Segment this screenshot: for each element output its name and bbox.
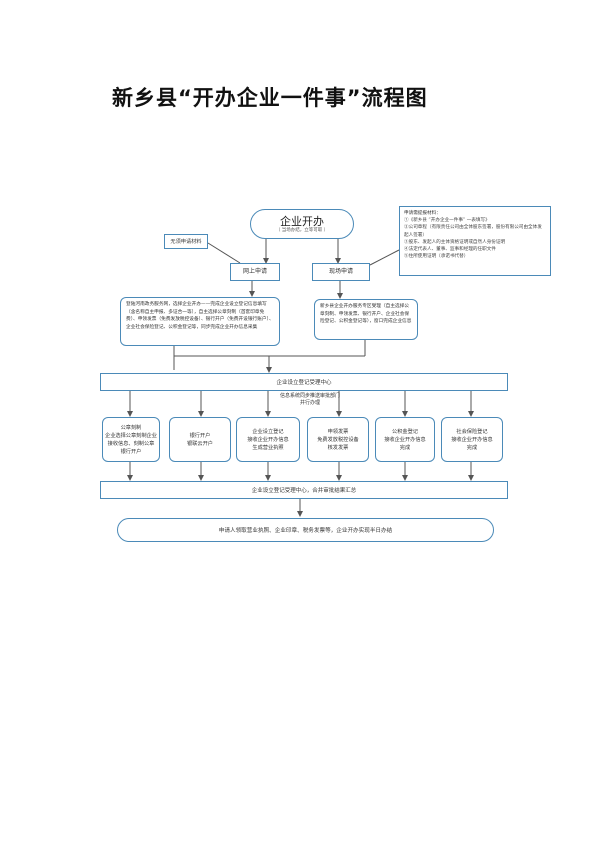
fund-line: 接收企业开办信息 [384,436,426,443]
fund-line: 公积金登记 [392,428,418,435]
seal-line: 公章刻制 [120,424,142,431]
material-item: ②公司章程（有限责任公司由全体股东签署，股份有限公司由全体发起人签署） [404,225,542,238]
material-item: ①《新乡县 “开办企业一件事” 一表填写》 [404,218,490,224]
onsite-desc-text: 新乡县企业开办服务专区受理（自主选择公章刻制、申领发票、银行开户、企业社会保险登… [320,304,412,325]
materials-heading: 申请需提报材料： [404,211,441,216]
materials-box: 申请需提报材料： ①《新乡县 “开办企业一件事” 一表填写》 ②公司章程（有限责… [399,206,551,276]
onsite-desc-box: 新乡县企业开办服务专区受理（自主选择公章刻制、申领发票、银行开户、企业社会保险登… [314,299,418,340]
social-insurance-box: 社会保险登记 接收企业开办信息 完成 [441,417,503,462]
bank-line: 银行开户 [189,432,211,439]
online-desc-text: 登陆河南政务服务网，选择企业开办——完成企业设立登记信息填写（含名称自主申报、多… [126,302,274,330]
material-item: ⑤住所使用证明（承诺书代替） [404,254,469,260]
insurance-line: 社会保险登记 [456,428,488,435]
registration-box: 企业设立登记 接收企业开办信息 生成营业执照 [236,417,300,462]
start-subtitle: （ 当场办结，立等可取 ） [275,227,329,233]
registration-line: 企业设立登记 [252,428,284,435]
seal-line: 接收信息、刻制公章 [107,440,155,447]
registration-line: 接收企业开办信息 [247,436,289,443]
merged-results-label: 企业设立登记受理中心，合并审批结果汇总 [251,488,357,494]
no-material-box: 无须申请材料 [164,234,208,249]
start-node: 企业开办 （ 当场办结，立等可取 ） [250,209,354,239]
insurance-line: 完成 [466,444,478,451]
invoice-line: 免费发放税控设备 [317,436,359,443]
registration-line: 生成营业执照 [252,444,284,451]
page-title: 新乡县“开办企业一件事”流程图 [112,86,428,110]
seal-line: 银行开户 [120,448,142,455]
online-apply-box: 网上申请 [230,263,280,281]
merged-results-bar: 企业设立登记受理中心，合并审批结果汇总 [100,481,508,499]
final-label: 申请人领取营业执照、企业印章、税务发票等，企业开办实现半日办结 [218,528,393,534]
no-material-label: 无须申请材料 [170,238,202,245]
line-no-material [207,242,241,264]
provident-fund-box: 公积金登记 接收企业开办信息 完成 [375,417,435,462]
material-item: ④法定代表人、董事、监事和经理的任职文件 [404,247,496,253]
online-apply-label: 网上申请 [242,268,267,275]
invoice-line: 核发发票 [327,444,349,451]
acceptance-center-label: 企业设立登记受理中心 [276,380,332,386]
insurance-line: 接收企业开办信息 [451,436,493,443]
invoice-line: 申领发票 [327,428,349,435]
seal-line: 企业选择公章刻制企业 [105,432,157,439]
seal-engraving-box: 公章刻制 企业选择公章刻制企业 接收信息、刻制公章 银行开户 [102,417,160,462]
acceptance-center-bar: 企业设立登记受理中心 [100,373,508,391]
start-title: 企业开办 [280,214,324,228]
invoice-box: 申领发票 免费发放税控设备 核发发票 [307,417,369,462]
sync-note: 信息系统同步推送审批部门并行办理 [279,393,340,406]
fund-line: 完成 [399,444,411,451]
onsite-apply-label: 现场申请 [328,268,353,275]
bank-line: 银联云开户 [187,440,213,447]
material-item: ③股东、发起人的主体资格证明或自然人身份证明 [404,239,506,245]
line-materials [369,249,400,266]
onsite-apply-box: 现场申请 [312,263,370,281]
online-desc-box: 登陆河南政务服务网，选择企业开办——完成企业设立登记信息填写（含名称自主申报、多… [120,297,280,346]
final-node: 申请人领取营业执照、企业印章、税务发票等，企业开办实现半日办结 [117,518,494,542]
bank-account-box: 银行开户 银联云开户 [169,417,231,462]
